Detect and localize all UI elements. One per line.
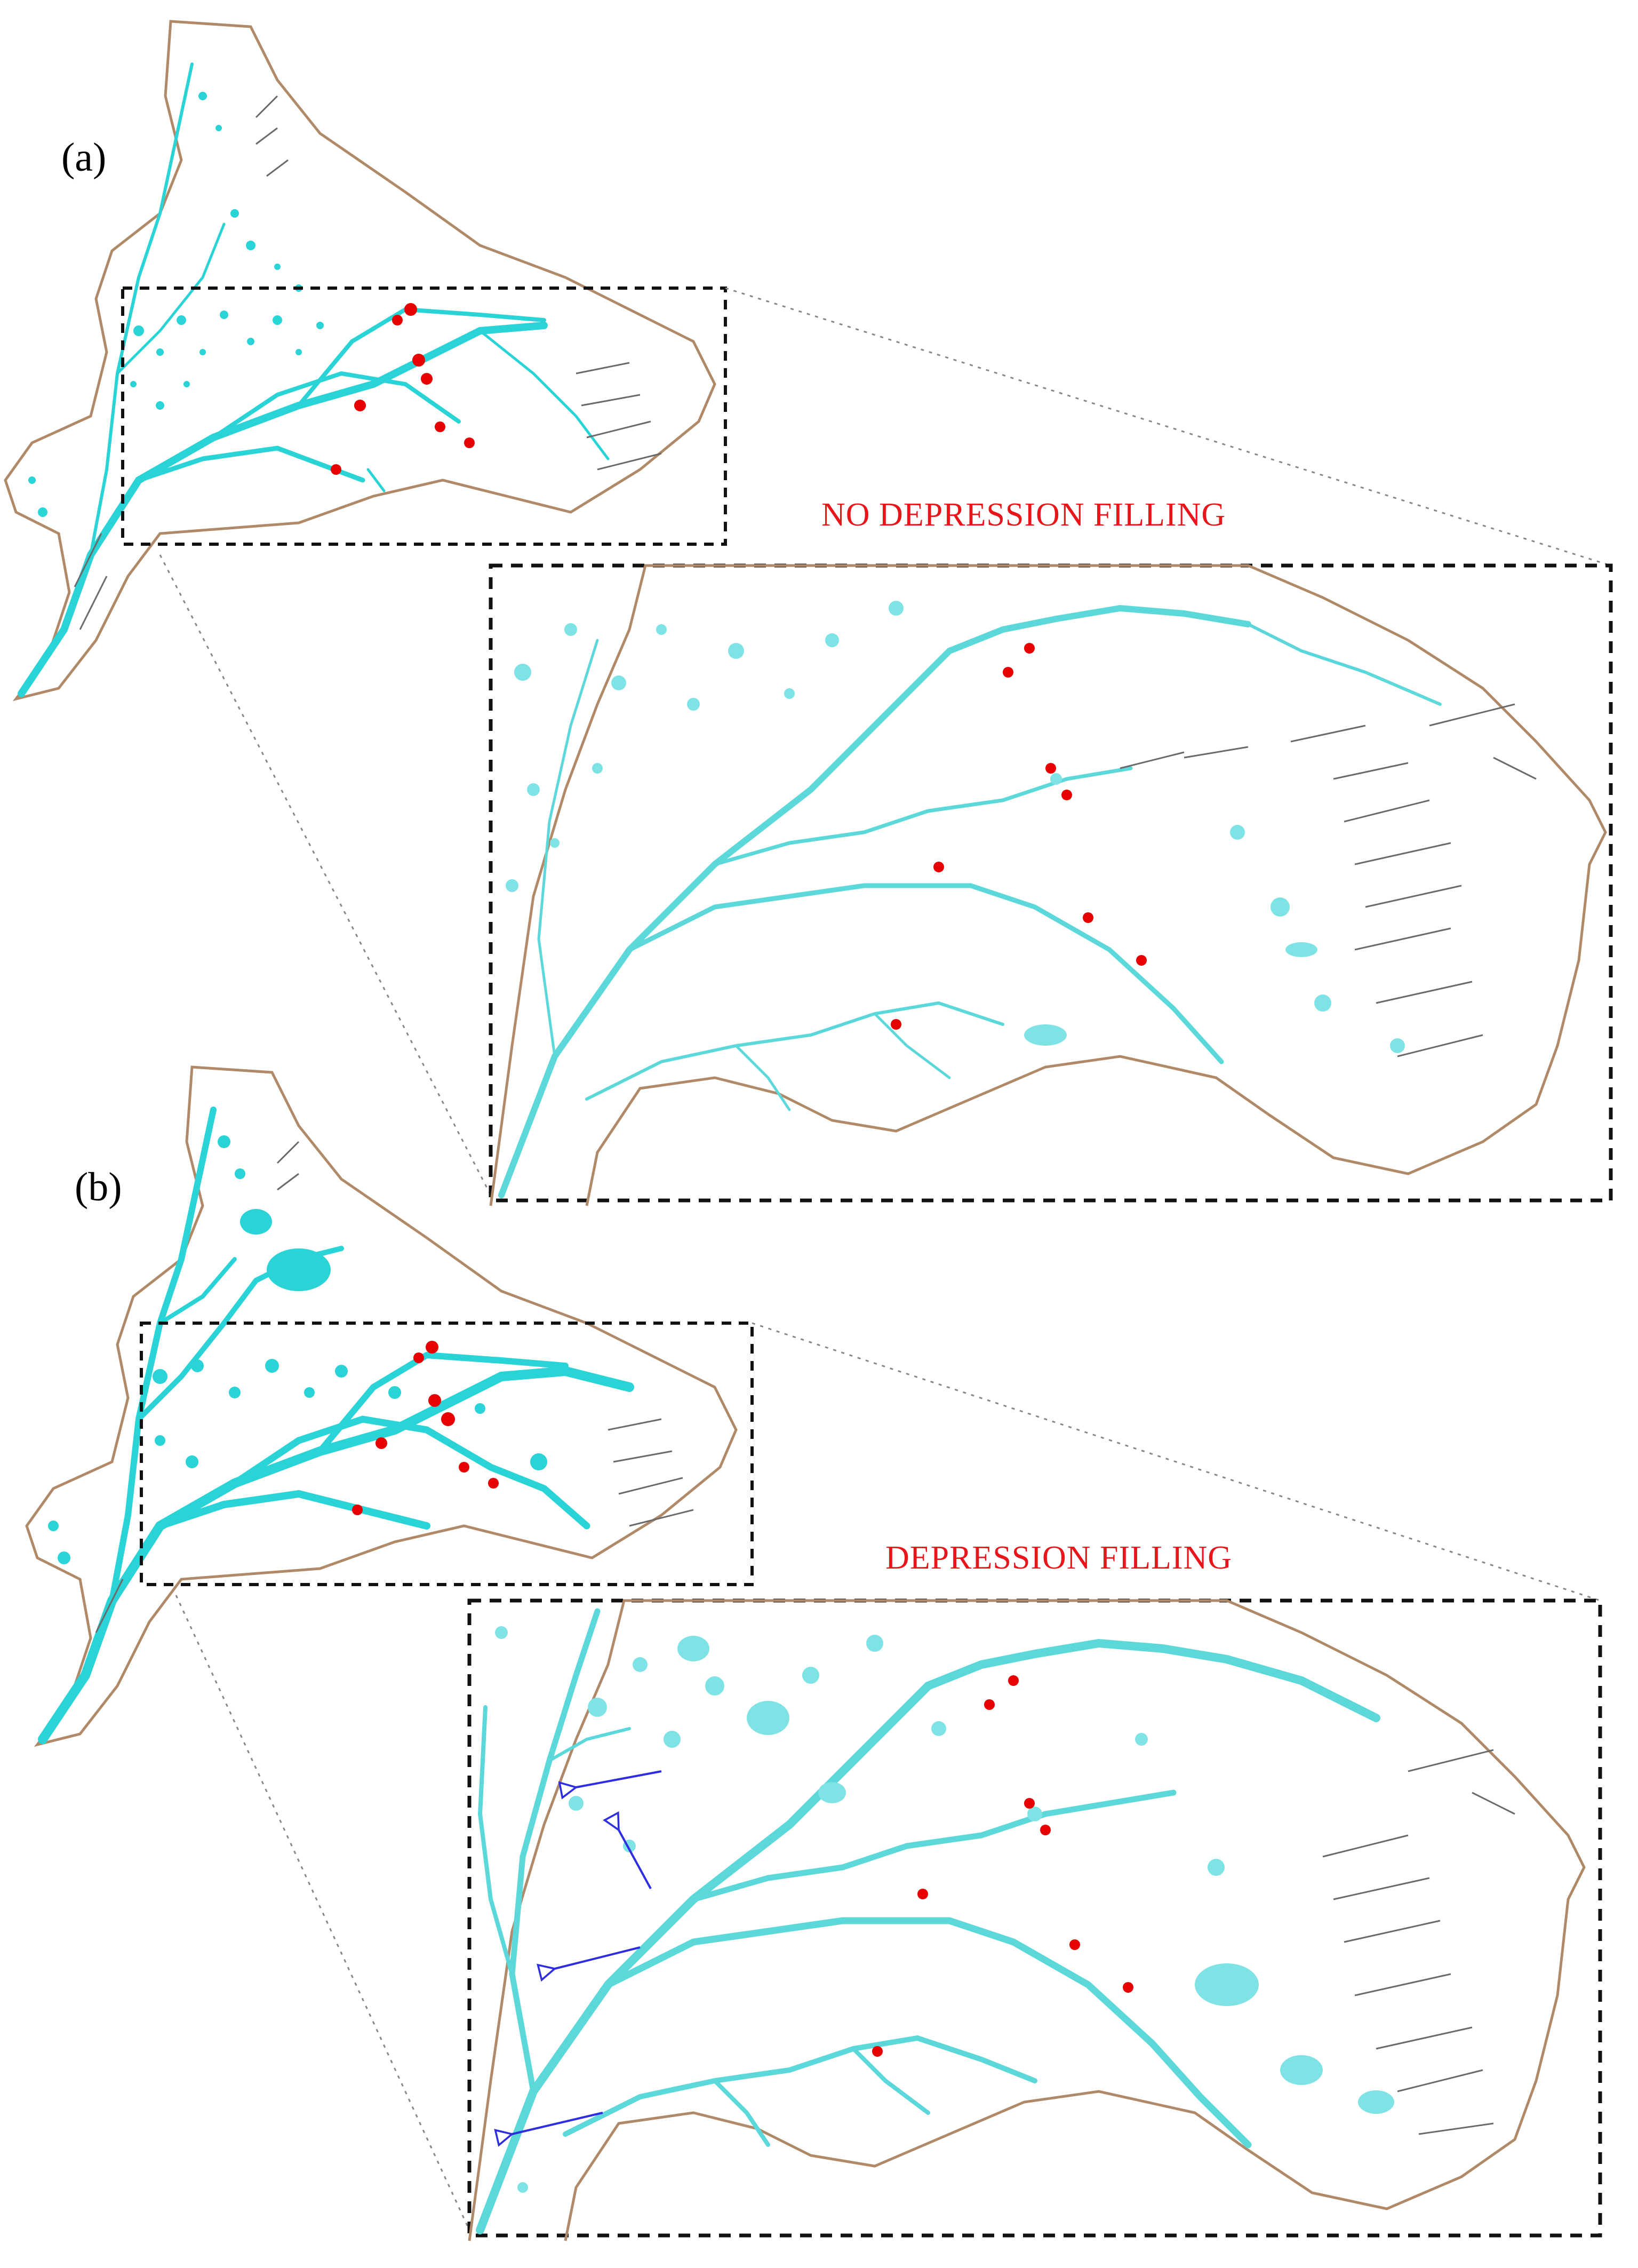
red-dot-icon bbox=[413, 1352, 424, 1363]
zoomed-station-markers-a bbox=[891, 643, 1147, 1030]
red-dot-icon bbox=[354, 400, 366, 411]
zoom-selection-box-a bbox=[121, 287, 727, 546]
red-dot-icon bbox=[1061, 790, 1072, 800]
red-dot-icon bbox=[459, 1462, 469, 1473]
red-dot-icon bbox=[426, 1341, 438, 1354]
panel-b-label: (b) bbox=[75, 1165, 122, 1209]
dry-flow-lines bbox=[74, 95, 662, 630]
red-dot-icon bbox=[428, 1394, 441, 1407]
hollow-arrow-icon bbox=[555, 1946, 641, 1969]
zoomed-stream-network-b bbox=[476, 1608, 1380, 2234]
zoom-guide-lines-b bbox=[175, 1322, 1601, 2231]
red-dot-icon bbox=[435, 421, 445, 432]
zoomed-view-b bbox=[467, 1598, 1602, 2241]
red-dot-icon bbox=[1003, 667, 1013, 678]
red-dot-icon bbox=[392, 315, 403, 325]
red-dot-icon bbox=[1123, 1982, 1133, 1993]
zoomed-dry-flow-lines-b bbox=[1322, 1749, 1515, 2135]
red-dot-icon bbox=[917, 1889, 928, 1899]
zoomed-watershed-boundary-a bbox=[491, 566, 1605, 1206]
watershed-boundary bbox=[5, 21, 715, 699]
station-markers bbox=[331, 303, 475, 475]
red-dot-icon bbox=[331, 464, 341, 475]
red-dot-icon bbox=[421, 373, 433, 385]
zoomed-watershed-boundary-b bbox=[469, 1601, 1584, 2241]
zoom-guide-lines-a bbox=[159, 287, 1611, 1196]
watershed-map-b bbox=[27, 1067, 736, 1745]
stream-network bbox=[18, 62, 610, 697]
red-dot-icon bbox=[1024, 1798, 1035, 1809]
water-patches bbox=[28, 92, 324, 517]
watershed-boundary bbox=[27, 1067, 736, 1745]
hollow-arrow-icon bbox=[512, 2112, 603, 2134]
zoomed-view-a bbox=[489, 563, 1613, 1206]
dry-flow-lines bbox=[95, 1141, 694, 1633]
red-dot-icon bbox=[404, 303, 417, 316]
zoom-selection-box-b bbox=[140, 1322, 754, 1586]
red-dot-icon bbox=[1024, 643, 1035, 654]
hollow-arrow-icon bbox=[576, 1770, 662, 1787]
zoomed-water-patches-b bbox=[495, 1626, 1394, 2193]
watershed-map-a bbox=[5, 21, 715, 699]
red-dot-icon bbox=[1083, 912, 1093, 923]
red-dot-icon bbox=[1069, 1939, 1080, 1950]
zoomed-station-markers-b bbox=[872, 1675, 1133, 2057]
flow-arrows bbox=[512, 1770, 662, 2134]
zoomed-view-frame-b bbox=[467, 1598, 1602, 2238]
red-dot-icon bbox=[1040, 1825, 1051, 1835]
zoomed-stream-network-a bbox=[498, 604, 1442, 1198]
zoomed-dry-flow-lines-a bbox=[1120, 703, 1537, 1057]
hollow-arrow-icon bbox=[619, 1830, 652, 1889]
red-dot-icon bbox=[933, 862, 944, 872]
station-markers bbox=[352, 1341, 499, 1515]
red-dot-icon bbox=[412, 354, 425, 367]
panel-a-label: (a) bbox=[61, 135, 106, 180]
stream-network bbox=[38, 1107, 634, 1744]
red-dot-icon bbox=[375, 1437, 387, 1449]
water-patches bbox=[48, 1135, 547, 1564]
red-dot-icon bbox=[872, 2046, 883, 2057]
red-dot-icon bbox=[891, 1019, 901, 1030]
red-dot-icon bbox=[1136, 955, 1147, 966]
zoomed-water-patches-a bbox=[506, 601, 1405, 1053]
caption-a: NO DEPRESSION FILLING bbox=[821, 497, 1226, 533]
red-dot-icon bbox=[1045, 763, 1056, 774]
caption-b: DEPRESSION FILLING bbox=[885, 1540, 1232, 1576]
zoomed-view-frame-a bbox=[489, 563, 1613, 1203]
red-dot-icon bbox=[1008, 1675, 1019, 1686]
red-dot-icon bbox=[352, 1505, 363, 1515]
panel-a: (a) bbox=[5, 21, 1613, 1206]
red-dot-icon bbox=[464, 437, 475, 448]
panel-b: (b) bbox=[27, 1067, 1602, 2241]
red-dot-icon bbox=[488, 1478, 499, 1489]
red-dot-icon bbox=[984, 1699, 995, 1710]
red-dot-icon bbox=[441, 1412, 455, 1426]
